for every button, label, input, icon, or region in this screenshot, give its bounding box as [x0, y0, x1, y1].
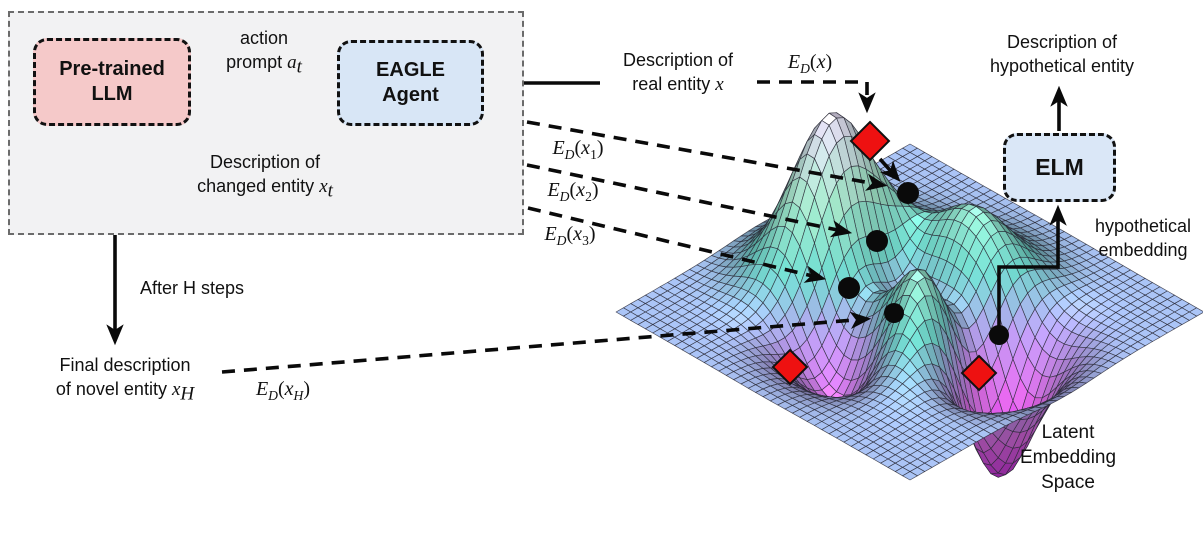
embedding-x3-point — [838, 277, 860, 299]
pretrained-llm-box: Pre-trained LLM — [33, 38, 191, 126]
embedding-markers — [771, 120, 1009, 392]
embedding-x2-point — [866, 230, 888, 252]
embedding-xH-point — [884, 303, 904, 323]
hypothetical-embedding-point — [989, 325, 1009, 345]
action-prompt-label: action prompt at — [226, 28, 302, 78]
hypothetical-entity-label: Description of hypothetical entity — [989, 32, 1135, 76]
eagle-agent-box: EAGLE Agent — [337, 40, 484, 126]
elm-label: ELM — [1035, 154, 1084, 180]
ed-x-dashed-link — [757, 80, 876, 114]
ed-x2-label: ED(x2) — [547, 179, 599, 204]
ed-x2-dashed-link — [526, 163, 853, 238]
real-entity-label: Description of real entity x — [622, 50, 734, 95]
final-description-label: Final description of novel entity xH — [55, 355, 195, 405]
pretrained-llm-label-line1: Pre-trained — [59, 58, 165, 80]
changed-entity-label: Description of changed entity xt — [197, 152, 333, 202]
embedding-x1-point — [897, 182, 919, 204]
ed-x3-label: ED(x3) — [544, 223, 596, 248]
ed-x1-dashed-link — [526, 120, 888, 191]
eagle-agent-label-line2: Agent — [382, 84, 439, 106]
hypothetical-embedding-label: hypothetical embedding — [1094, 216, 1192, 260]
hypothetical-embedding-arrow — [997, 204, 1067, 335]
ed-x3-dashed-link — [527, 206, 827, 283]
latent-space-label: Latent Embedding Space — [1019, 422, 1117, 493]
real-entity-embedding-marker — [849, 120, 891, 162]
eagle-agent-label-line1: EAGLE — [376, 59, 445, 81]
step-arrow-diamond-to-x1 — [878, 157, 901, 182]
ed-xH-dashed-link — [221, 311, 872, 374]
real-entity-embedding-marker-2 — [771, 348, 809, 386]
ed-xH-label: ED(xH) — [255, 378, 311, 403]
elm-box: ELM — [1003, 133, 1116, 202]
real-entity-embedding-marker-3 — [960, 354, 998, 392]
ed-x-label: ED(x) — [787, 51, 833, 76]
pretrained-llm-label-line2: LLM — [91, 83, 133, 105]
after-h-steps-label: After H steps — [140, 278, 245, 298]
ed-x1-label: ED(x1) — [552, 137, 604, 162]
